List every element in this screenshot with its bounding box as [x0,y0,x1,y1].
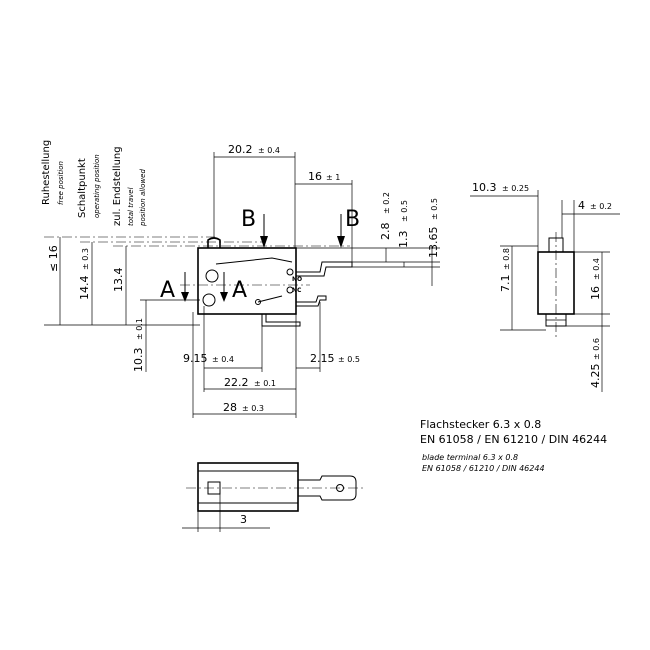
operating-position-label-en: operating position [93,154,101,218]
plunger [207,237,221,248]
switch-body [197,247,297,315]
right-dimensions: 2.8 ± 0.2 1.3 ± 0.5 13.65 ± 0.5 [296,192,440,286]
side-dim-7-1-tol: ± 0.8 [502,248,511,270]
dim-14-4-tol: ± 0.3 [81,248,90,270]
terminal-common [296,261,353,277]
terminal-nc-label: NC [292,287,302,294]
plan-body [197,462,299,512]
note-line-de-1: Flachstecker 6.3 x 0.8 [420,418,541,431]
dim-22-2: 22.2 [224,376,249,389]
side-dim-16: 16 [589,286,602,300]
dim-2-8-tol: ± 0.2 [382,192,391,214]
section-a-left: A [160,278,175,303]
section-b-right: B [345,207,360,232]
dim-1-3: 1.3 [397,231,410,249]
travel-position-label-en2: position allowed [139,169,147,227]
side-dim-4-25: 4.25 [589,364,602,389]
dim-28: 28 [223,401,237,414]
side-dim-10-3: 10.3 [472,181,497,194]
side-dim-7-1: 7.1 [499,275,512,293]
dim-9-15: 9.15 [183,352,208,365]
switch-front-view: NO NC [180,237,353,327]
left-dimensions: ≤ 16 14.4 ± 0.3 13.4 10.3 ± 0.1 [47,237,200,372]
section-b-left: B [241,207,256,232]
mounting-hole-top [205,269,219,283]
side-dim-16-tol: ± 0.4 [592,258,601,280]
dim-20-2: 20.2 [228,143,253,156]
dim-14-4: 14.4 [78,276,91,301]
dim-10-3-tol: ± 0.1 [135,318,144,340]
terminal-nc [261,314,301,327]
internal-lever [215,257,293,265]
free-position-label-de: Ruhestellung [41,140,52,205]
switch-plan-view: 3 [182,462,366,532]
note-line-en-2: EN 61058 / 61210 / DIN 46244 [422,464,545,473]
dim-2-8: 2.8 [379,223,392,241]
top-dimensions: 20.2 ± 0.4 16 ± 1 [213,143,353,262]
dim-16-max: ≤ 16 [47,245,60,272]
terminal-note: Flachstecker 6.3 x 0.8 EN 61058 / EN 612… [420,418,607,473]
travel-position-label-en: total travel [127,187,135,226]
dim-2-15: 2.15 [310,352,335,365]
note-line-en-1: blade terminal 6.3 x 0.8 [422,453,518,462]
dim-22-2-tol: ± 0.1 [254,379,276,388]
section-markers: A A B B [160,207,360,303]
dim-28-tol: ± 0.3 [242,404,264,413]
side-dim-10-3-tol: ± 0.25 [502,184,529,193]
side-dim-4: 4 [578,199,585,212]
terminal-no [296,295,327,307]
dim-2-15-tol: ± 0.5 [338,355,360,364]
position-labels: Ruhestellung free position Schaltpunkt o… [41,140,147,227]
dim-10-3: 10.3 [132,348,145,373]
note-line-de-2: EN 61058 / EN 61210 / DIN 46244 [420,433,607,446]
dim-13-65-tol: ± 0.5 [430,198,439,220]
dim-1-3-tol: ± 0.5 [400,200,409,222]
dim-20-2-tol: ± 0.4 [258,146,280,155]
section-a-right: A [232,278,247,303]
free-position-label-en: free position [57,161,65,205]
switch-side-view: 10.3 ± 0.25 4 ± 0.2 7.1 ± 0.8 16 ± 0.4 4… [470,181,620,392]
plan-dim-3: 3 [240,513,247,526]
dim-13-4: 13.4 [112,268,125,293]
terminal-no-label: NO [292,276,302,283]
dim-9-15-tol: ± 0.4 [212,355,234,364]
reference-lines [44,236,350,326]
side-dim-4-tol: ± 0.2 [590,202,612,211]
dim-16-tol: ± 1 [326,173,340,182]
bottom-dimensions: 9.15 ± 0.4 2.15 ± 0.5 22.2 ± 0.1 28 ± 0.… [183,302,360,418]
mounting-hole-bottom [202,293,216,307]
dim-16: 16 [308,170,322,183]
dim-13-65: 13.65 [427,227,440,259]
side-dim-4-25-tol: ± 0.6 [592,338,601,360]
operating-position-label-de: Schaltpunkt [77,158,88,218]
travel-position-label-de: zul. Endstellung [112,146,123,226]
